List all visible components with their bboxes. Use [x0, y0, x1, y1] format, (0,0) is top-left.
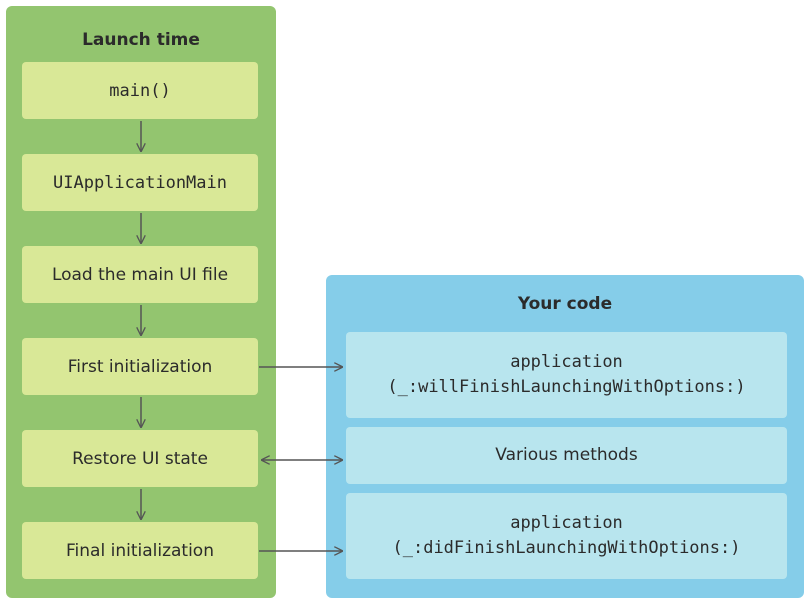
your-code-title: Your code — [517, 294, 613, 314]
step-first-initialization: First initialization — [22, 338, 258, 395]
step-load-main-ui-file: Load the main UI file — [22, 246, 258, 303]
step-main: main() — [22, 62, 258, 119]
code-box-will-finish: application (_:willFinishLaunchingWithOp… — [346, 332, 787, 418]
step-restore-ui-state: Restore UI state — [22, 430, 258, 487]
code-box-did-finish: application (_:didFinishLaunchingWithOpt… — [346, 493, 787, 579]
launch-time-title: Launch time — [82, 30, 200, 50]
code-box-will-finish-line1: application — [510, 352, 623, 372]
code-box-various-methods: Various methods — [346, 427, 787, 484]
code-box-will-finish-line2: (_:willFinishLaunchingWithOptions:) — [387, 377, 746, 397]
step-final-initialization: Final initialization — [22, 522, 258, 579]
code-box-did-finish-line2: (_:didFinishLaunchingWithOptions:) — [392, 538, 741, 558]
step-uiapplicationmain: UIApplicationMain — [22, 154, 258, 211]
code-box-did-finish-line1: application — [510, 513, 623, 533]
code-box-various-methods-label: Various methods — [495, 445, 638, 465]
